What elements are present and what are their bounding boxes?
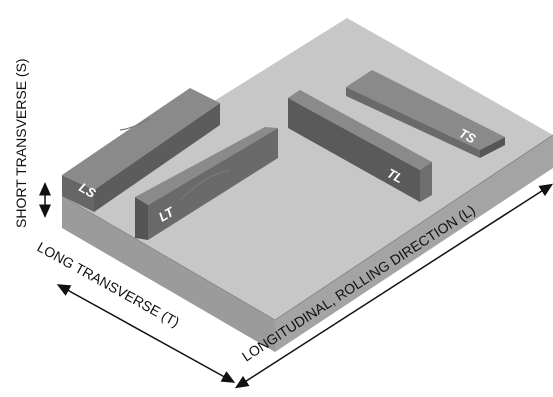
label-short-transverse: SHORT TRANSVERSE (S) bbox=[13, 58, 29, 228]
specimen-ts: TS bbox=[346, 70, 505, 158]
label-ls: LS bbox=[77, 180, 99, 201]
label-ts: TS bbox=[457, 125, 479, 146]
label-tl: TL bbox=[385, 165, 406, 186]
plate-top-face bbox=[62, 18, 553, 320]
specimen-lt: LT bbox=[135, 127, 278, 240]
long-transverse-arrow bbox=[56, 284, 236, 383]
longitudinal-arrow bbox=[234, 183, 553, 389]
specimen-tl: TL bbox=[288, 90, 432, 202]
specimen-ls: LS bbox=[62, 88, 220, 212]
